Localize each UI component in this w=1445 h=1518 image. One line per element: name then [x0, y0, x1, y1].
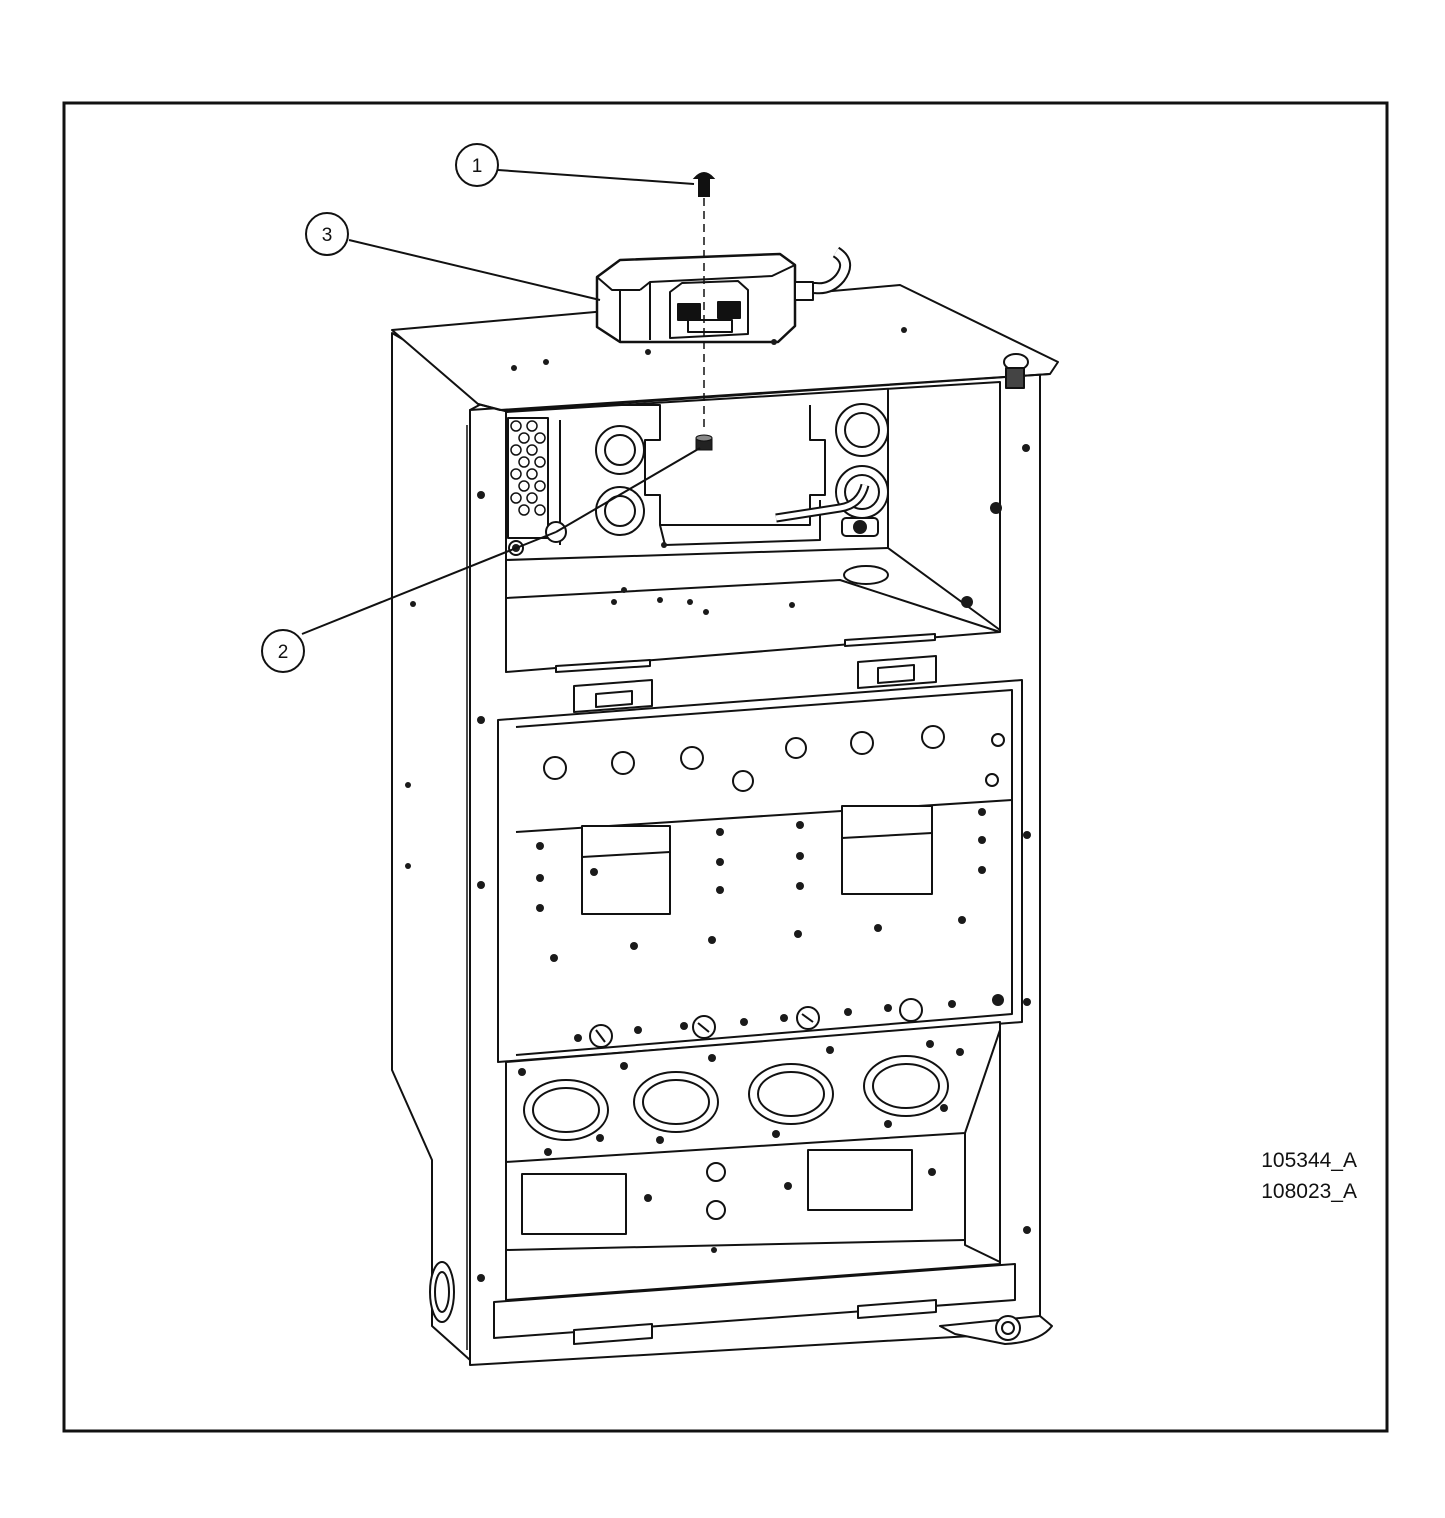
- leader-line-1: [497, 169, 695, 185]
- vent-holes: [510, 420, 546, 516]
- cutout-left: [521, 1173, 627, 1235]
- panel-holes-upper: [543, 725, 1005, 792]
- hardware-dots: [405, 327, 1031, 1282]
- callout-3: 3: [305, 212, 349, 256]
- figure-border: [62, 101, 1389, 1433]
- lower-knockouts: [523, 1055, 949, 1141]
- leader-line-2b: [555, 447, 701, 533]
- callout-2-label: 2: [278, 642, 289, 663]
- module-assembly: [595, 246, 852, 344]
- reference-code-2: 108023_A: [1261, 1180, 1357, 1203]
- callout-2: 2: [261, 629, 305, 673]
- cutout-right: [807, 1149, 913, 1211]
- breaker-window-right: [841, 805, 933, 895]
- floor-grommet: [843, 565, 889, 585]
- callout-1: 1: [455, 143, 499, 187]
- middle-panel: [497, 679, 1023, 1063]
- callout-1-label: 1: [472, 156, 483, 177]
- screw-part: [692, 172, 716, 197]
- reference-code-1: 105344_A: [1261, 1149, 1357, 1172]
- leader-line-2: [301, 531, 557, 635]
- panel-screws-lower: [589, 998, 923, 1048]
- bottom-lip: [493, 1263, 1016, 1339]
- leader-line-3: [348, 239, 601, 301]
- upper-compartment: [505, 381, 1001, 673]
- callout-3-label: 3: [322, 225, 333, 246]
- nut-part: [695, 434, 713, 451]
